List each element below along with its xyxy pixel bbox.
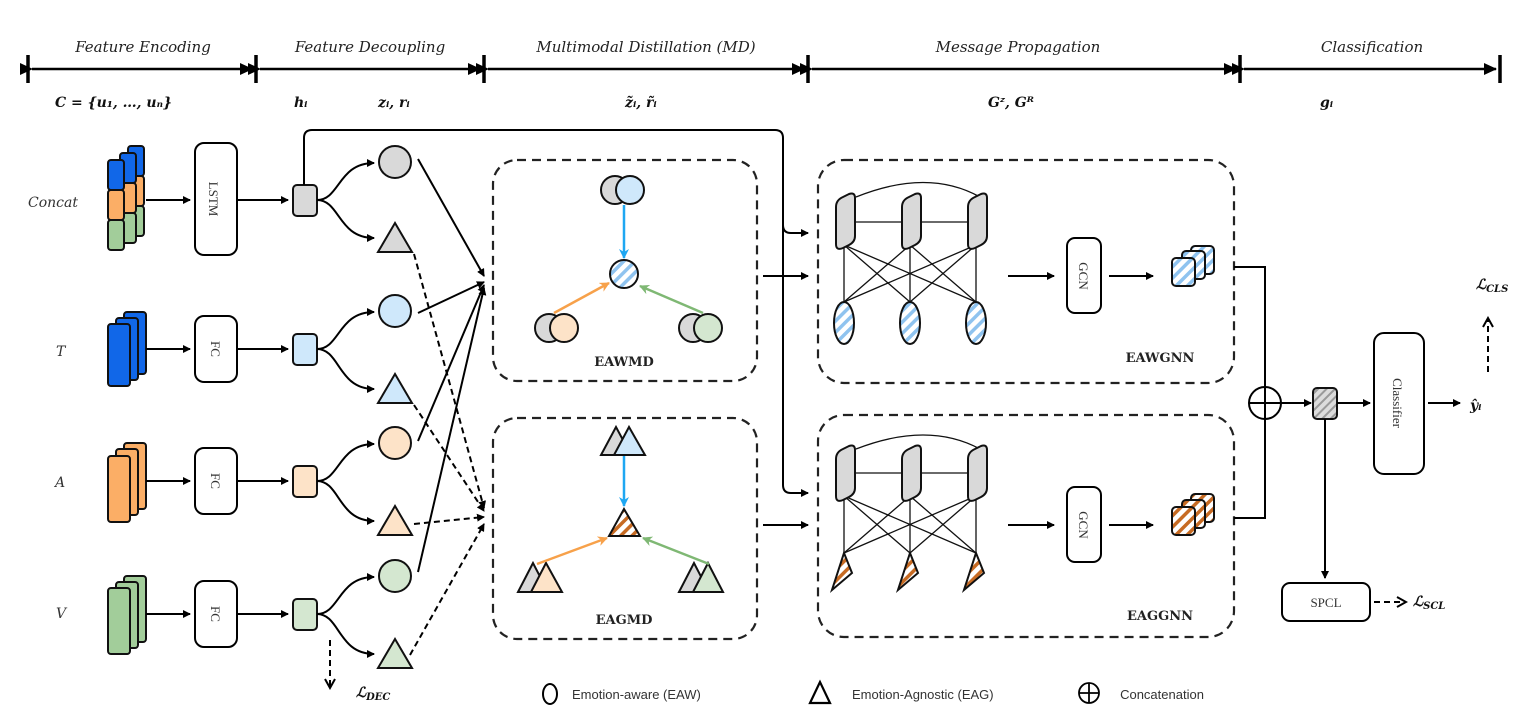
eag-graph-node: [829, 550, 854, 594]
math-decoupled-features: zᵢ, rᵢ: [377, 95, 410, 111]
fc-label-visual: FC: [208, 606, 223, 622]
input-stack-text: [107, 311, 147, 387]
hidden-feature-text: [292, 333, 318, 366]
cls-loss-label: ℒCLS: [1476, 277, 1508, 295]
dec-loss-label: ℒDEC: [356, 685, 390, 703]
fc-label-text: FC: [208, 341, 223, 357]
concatenation-icon: [1248, 386, 1282, 420]
eaw-to-md-arrows: [417, 158, 487, 573]
eaw-graph-node: [965, 301, 987, 345]
legend-label-eaw: Emotion-aware (EAW): [572, 687, 701, 702]
decoupling-forks: [316, 159, 375, 658]
stage-header: Feature Encoding Feature Decoupling Mult…: [20, 38, 1502, 111]
classification-stage: Classifier ŷᵢ ℒCLS SPCL ℒSCL: [1234, 266, 1508, 622]
stage-label-classification: Classification: [1321, 38, 1423, 56]
eag-to-md-arrows: [409, 253, 486, 656]
row-label-concat: Concat: [28, 195, 78, 211]
gcn-label-eag: GCN: [1076, 511, 1091, 539]
hidden-feature-visual: [292, 598, 318, 631]
fc-encoder-text: FC: [194, 315, 238, 383]
audio-distill-arrow: [553, 281, 610, 315]
audio-distill-arrow-eag: [536, 536, 608, 566]
eaggnn-label: EAGGNN: [1127, 609, 1193, 624]
eawgnn-module: GCN EAWGNN: [816, 158, 1236, 385]
math-conversation-set: C = {u₁, …, uₙ}: [55, 95, 172, 111]
legend-item-concat: Concatenation: [1078, 682, 1204, 704]
math-graphs: Gᶻ, Gᴿ: [988, 95, 1034, 111]
legend-label-eag: Emotion-Agnostic (EAG): [852, 687, 994, 702]
eaw-node-visual: [378, 559, 412, 593]
spcl-label: SPCL: [1310, 595, 1341, 610]
row-label-visual: V: [56, 606, 68, 622]
eagmd-module: EAGMD: [491, 416, 759, 641]
eawmd-module: EAWMD: [491, 158, 759, 383]
prediction-label: ŷᵢ: [1469, 397, 1481, 414]
eaw-distilled-node: [609, 259, 639, 289]
circle-icon: [542, 683, 558, 705]
utterance-node: [835, 192, 856, 250]
visual-distill-arrow-eag: [642, 536, 710, 566]
legend-label-concat: Concatenation: [1120, 687, 1204, 702]
utterance-node: [967, 444, 988, 502]
visual-distill-arrow: [639, 284, 704, 315]
math-hidden-feature: hᵢ: [294, 95, 308, 111]
eawmd-label: EAWMD: [594, 355, 654, 370]
eaw-node-audio: [378, 426, 412, 460]
eagmd-label: EAGMD: [596, 613, 653, 628]
utterance-node: [901, 192, 922, 250]
fc-label-audio: FC: [208, 473, 223, 489]
gcn-label-eaw: GCN: [1076, 262, 1091, 290]
input-stack-audio: [107, 442, 147, 523]
eaw-graph-node: [899, 301, 921, 345]
lstm-label: LSTM: [206, 182, 221, 217]
stage-label-message-propagation: Message Propagation: [935, 38, 1101, 56]
eag-node-concat: [376, 221, 414, 253]
eaw-graph-node: [833, 301, 855, 345]
classifier-box: [1373, 332, 1425, 475]
eawgnn-label: EAWGNN: [1126, 351, 1195, 366]
fc-encoder-visual: FC: [194, 580, 238, 648]
legend: Emotion-aware (EAW) Emotion-Agnostic (EA…: [542, 679, 1204, 705]
stage-label-feature-encoding: Feature Encoding: [74, 38, 211, 56]
scl-loss-label: ℒSCL: [1413, 594, 1445, 612]
eag-node-text: [376, 372, 414, 404]
eag-graph-node: [895, 550, 920, 594]
stage-label-multimodal-distillation: Multimodal Distillation (MD): [535, 38, 755, 56]
legend-item-eag: Emotion-Agnostic (EAG): [808, 679, 994, 705]
fused-feature-node: [1312, 387, 1338, 420]
legend-item-eaw: Emotion-aware (EAW): [542, 683, 701, 705]
eaggnn-module: GCN EAGGNN: [816, 413, 1236, 639]
skip-connection-to-eaggnn: [782, 225, 809, 497]
input-stack-visual: [107, 575, 147, 655]
spcl-box: [1281, 582, 1371, 622]
eag-distilled-node: [607, 506, 642, 537]
lstm-encoder: LSTM: [194, 142, 238, 256]
gcn-box-eag: [1066, 486, 1102, 563]
eaw-node-concat: [378, 145, 412, 179]
row-label-text: T: [56, 344, 67, 360]
utterance-node: [967, 192, 988, 250]
utterance-node: [901, 444, 922, 502]
eag-graph-node: [961, 550, 986, 594]
gcn-box-eaw: [1066, 237, 1102, 314]
eaw-output-stack: [1171, 257, 1196, 287]
hidden-feature-audio: [292, 465, 318, 498]
row-label-audio: A: [53, 475, 65, 491]
eag-node-visual: [376, 637, 414, 669]
input-stack-concat: [107, 145, 145, 251]
stage-label-feature-decoupling: Feature Decoupling: [294, 38, 445, 56]
math-distilled-features: z̃ᵢ, r̃ᵢ: [624, 94, 657, 111]
math-fused-feature: gᵢ: [1320, 95, 1333, 111]
eaw-node-text: [378, 294, 412, 328]
eag-node-audio: [376, 504, 414, 536]
eag-output-stack: [1171, 506, 1196, 536]
classifier-label: Classifier: [1390, 378, 1405, 428]
skip-connection-to-eawgnn: [303, 129, 809, 237]
triangle-icon: [808, 679, 832, 705]
fc-encoder-audio: FC: [194, 447, 238, 515]
utterance-node: [835, 444, 856, 502]
hidden-feature-concat: [292, 184, 318, 217]
